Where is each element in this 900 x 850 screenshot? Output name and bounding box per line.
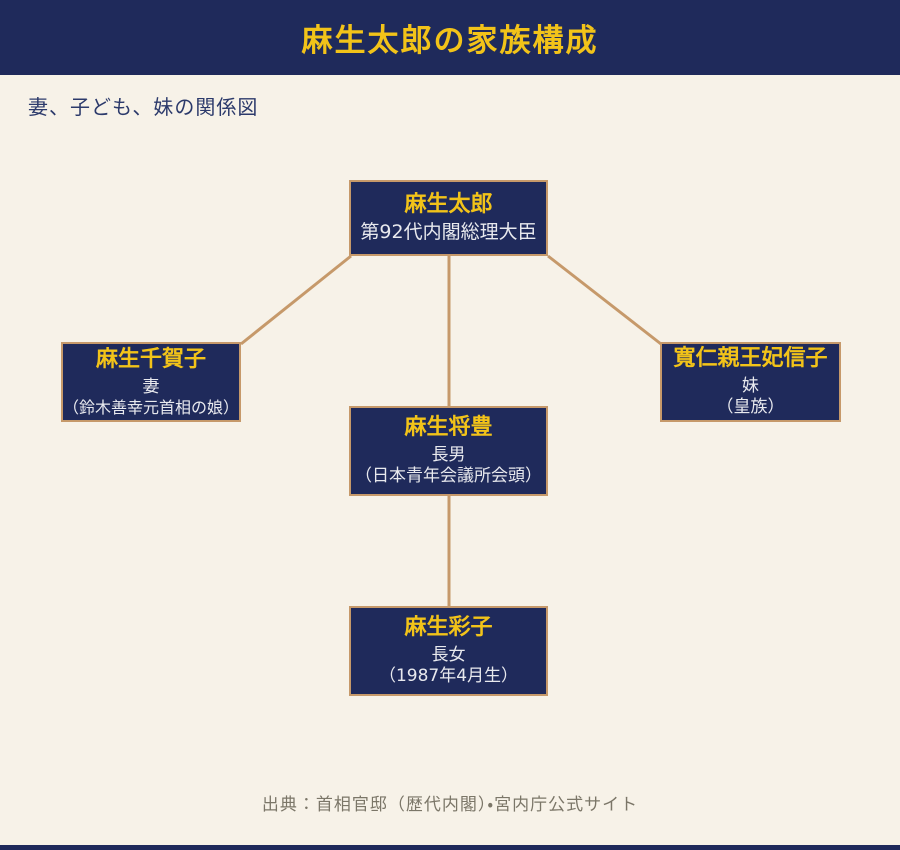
line-taro-chikako: [240, 254, 352, 346]
person-name: 寬仁親王妃信子: [673, 346, 828, 372]
subtitle: 妻、子ども、妹の関係図: [28, 95, 259, 119]
person-role: 長男: [431, 445, 466, 466]
person-role: 妻: [142, 376, 160, 397]
source-note: 出典：首相官邸（歴代内閣）・宮内庁公式サイト: [261, 795, 639, 815]
person-name: 麻生将豊: [404, 415, 493, 441]
person-note: （1987年4月生）: [378, 665, 519, 686]
person-note: （鈴木善幸元首相の娘）: [63, 397, 240, 417]
person-note: （日本青年会議所会頭）: [355, 465, 542, 486]
person-role: 妹: [742, 376, 759, 397]
header-bar: 麻生太郎の家族構成: [0, 0, 900, 75]
person-note: （皇族）: [716, 396, 785, 417]
person-role: 長女: [431, 645, 466, 666]
line-taro-nobuko: [547, 254, 662, 346]
person-name: 麻生太郎: [404, 191, 493, 217]
page-title: 麻生太郎の家族構成: [301, 23, 599, 59]
node-aso-taro: 麻生太郎 第92代内閣総理大臣: [349, 180, 548, 256]
node-aso-chikako: 麻生千賀子 妻 （鈴木善幸元首相の娘）: [61, 342, 241, 422]
node-aso-ayako: 麻生彩子 長女 （1987年4月生）: [349, 606, 548, 696]
person-name: 麻生千賀子: [95, 346, 206, 372]
person-role: 第92代内閣総理大臣: [360, 221, 537, 244]
person-name: 麻生彩子: [404, 615, 493, 641]
node-aso-masahiro: 麻生将豊 長男 （日本青年会議所会頭）: [349, 406, 548, 496]
node-princess-nobuko: 寬仁親王妃信子 妹 （皇族）: [660, 342, 841, 422]
footer-bar: [0, 845, 900, 850]
